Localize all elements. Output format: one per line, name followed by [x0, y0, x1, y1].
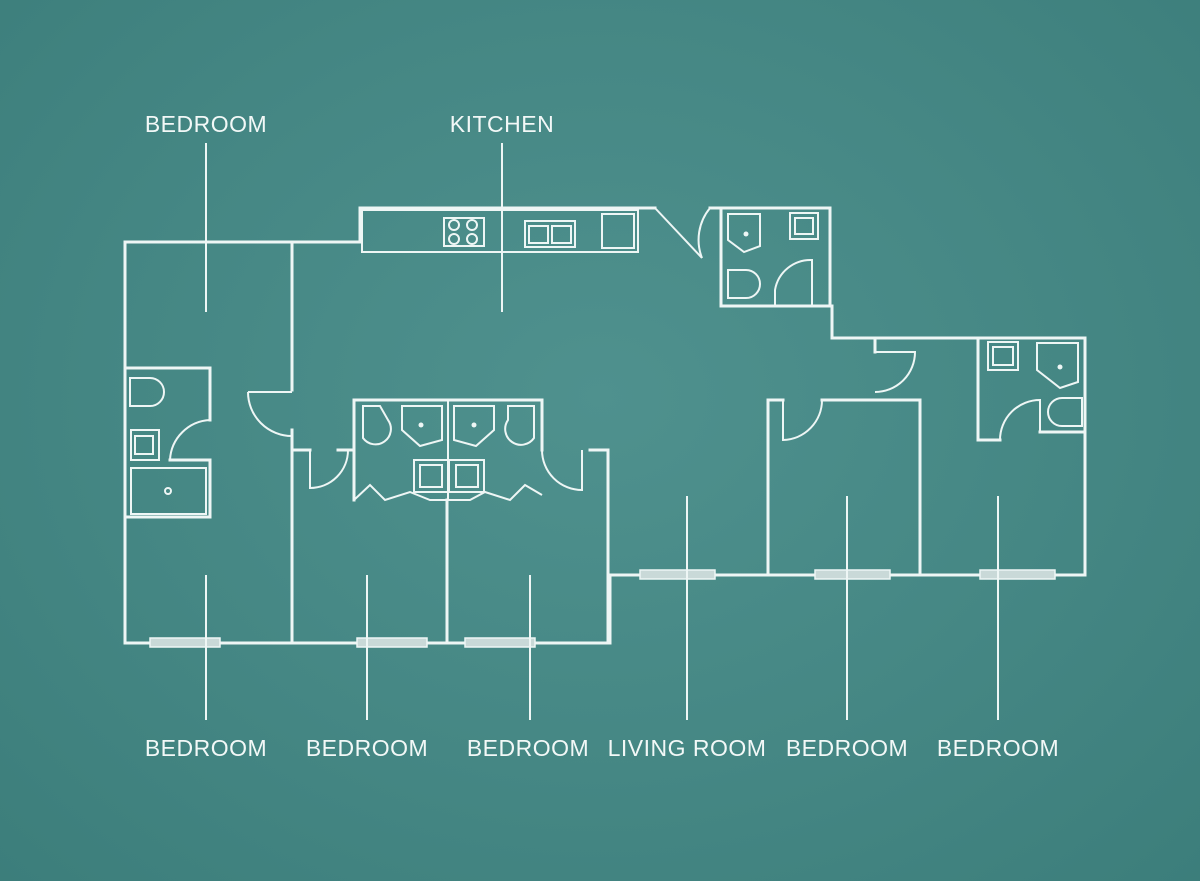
bedroom-right-center: [766, 398, 922, 577]
window: [979, 569, 1056, 580]
toilet-icon: [362, 405, 392, 446]
outer-walls: [123, 206, 1087, 645]
room-label-kitchen: KITCHEN: [449, 111, 555, 137]
entry-door: [654, 207, 711, 259]
stove-icon: [443, 217, 485, 247]
window: [814, 569, 891, 580]
bathroom-left: [125, 366, 293, 519]
shower-icon: [1036, 342, 1079, 390]
basin-icon: [987, 341, 1019, 371]
bathroom-center: [290, 398, 610, 645]
room-label-bedroom-3: BEDROOM: [466, 735, 590, 761]
window: [149, 637, 221, 648]
room-label-bedroom-5: BEDROOM: [785, 735, 909, 761]
room-label-bedroom-6: BEDROOM: [936, 735, 1060, 761]
window: [356, 637, 428, 648]
toilet-icon: [1047, 397, 1083, 427]
toilet-icon: [129, 377, 165, 407]
kitchen-counter: [361, 209, 639, 253]
room-label-bedroom-top-left: BEDROOM: [144, 111, 268, 137]
shower-icon: [727, 213, 761, 254]
sink-icon: [524, 220, 576, 248]
fridge-icon: [601, 213, 635, 249]
window: [464, 637, 536, 648]
bathtub-icon: [130, 467, 207, 515]
leader-lines: [205, 143, 999, 720]
basin-icon: [130, 429, 160, 461]
bathroom-right: [873, 336, 1087, 442]
basin-icon: [789, 212, 819, 240]
shower-icon: [453, 405, 495, 448]
room-label-bedroom-2: BEDROOM: [305, 735, 429, 761]
room-label-bedroom-1: BEDROOM: [144, 735, 268, 761]
toilet-icon: [504, 405, 535, 446]
windows: [149, 569, 1056, 648]
room-label-living-room: LIVING ROOM: [607, 735, 767, 761]
toilet-icon: [727, 269, 761, 299]
shower-icon: [401, 405, 443, 448]
window: [639, 569, 716, 580]
bathroom-top: [719, 206, 832, 308]
